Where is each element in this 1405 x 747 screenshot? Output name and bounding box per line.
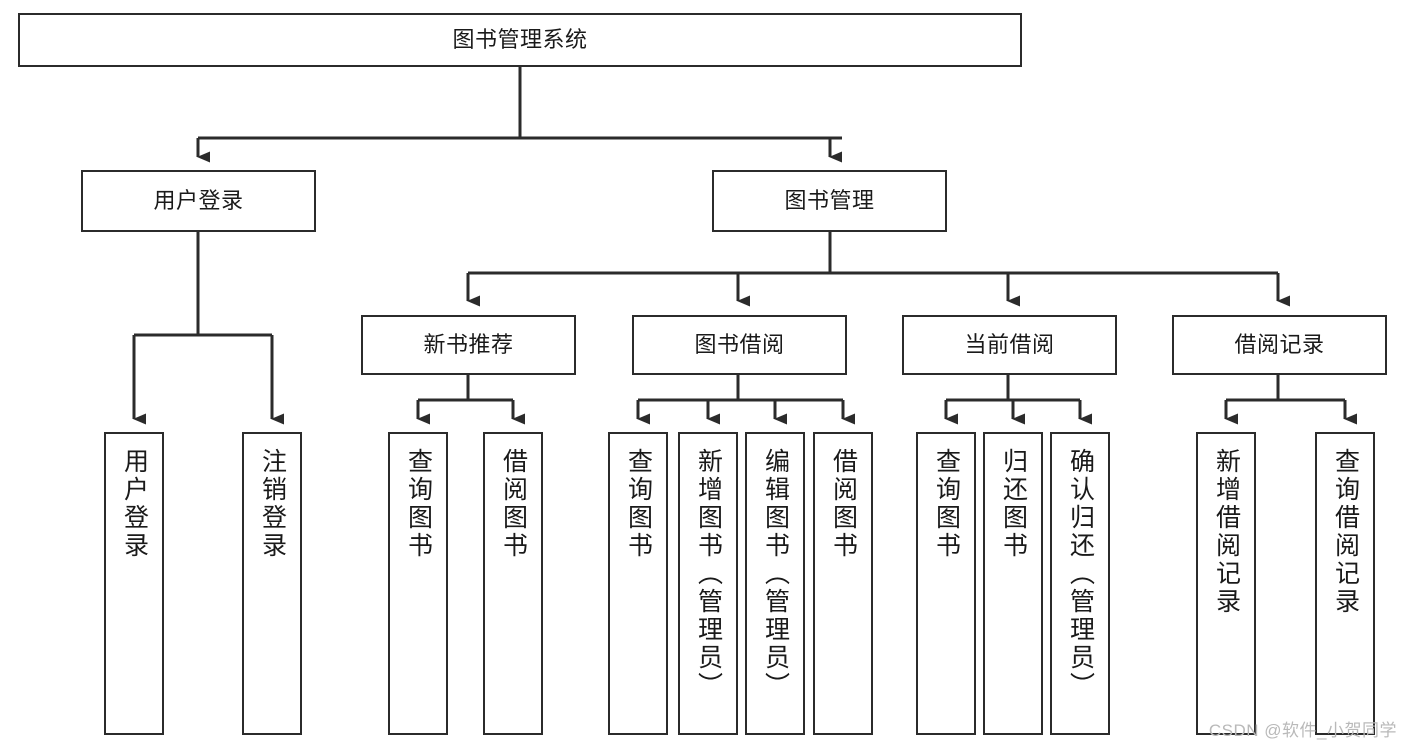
- leaf-logout[interactable]: 注销登录: [242, 432, 302, 735]
- leaf-query-book-current[interactable]: 查询图书: [916, 432, 976, 735]
- edge-borrow-to-leaves: [636, 375, 855, 425]
- leaf-query-book-current-label: 查询图书: [932, 448, 961, 560]
- node-book-management[interactable]: 图书管理: [712, 170, 947, 232]
- edge-login-to-leaves: [132, 232, 284, 425]
- leaf-edit-book-admin-label: 编辑图书（管理员）: [761, 448, 790, 700]
- leaf-query-borrow-record-label: 查询借阅记录: [1331, 448, 1360, 616]
- leaf-borrow-book-newbook-label: 借阅图书: [499, 448, 528, 560]
- leaf-borrow-book-newbook[interactable]: 借阅图书: [483, 432, 543, 735]
- edge-bookmgmt-to-level3: [466, 232, 1290, 307]
- edge-current-to-leaves: [944, 375, 1092, 425]
- edge-root-to-level2: [196, 67, 842, 163]
- leaf-query-book-newbook-label: 查询图书: [404, 448, 433, 560]
- node-borrow-records-label: 借阅记录: [1234, 331, 1325, 357]
- leaf-confirm-return-admin-label: 确认归还（管理员）: [1066, 448, 1095, 700]
- leaf-borrow-book[interactable]: 借阅图书: [813, 432, 873, 735]
- node-root[interactable]: 图书管理系统: [18, 13, 1022, 67]
- leaf-user-login[interactable]: 用户登录: [104, 432, 164, 735]
- node-book-borrow[interactable]: 图书借阅: [632, 315, 847, 375]
- node-book-borrow-label: 图书借阅: [694, 331, 785, 357]
- leaf-add-book-admin-label: 新增图书（管理员）: [694, 448, 723, 700]
- leaf-query-borrow-record[interactable]: 查询借阅记录: [1315, 432, 1375, 735]
- node-root-label: 图书管理系统: [452, 26, 588, 52]
- leaf-add-borrow-record[interactable]: 新增借阅记录: [1196, 432, 1256, 735]
- leaf-add-borrow-record-label: 新增借阅记录: [1212, 448, 1241, 616]
- leaf-query-book-borrow-label: 查询图书: [624, 448, 653, 560]
- edge-records-to-leaves: [1224, 375, 1357, 425]
- node-user-login[interactable]: 用户登录: [81, 170, 316, 232]
- leaf-edit-book-admin[interactable]: 编辑图书（管理员）: [745, 432, 805, 735]
- node-current-borrow[interactable]: 当前借阅: [902, 315, 1117, 375]
- leaf-return-book-label: 归还图书: [999, 448, 1028, 560]
- leaf-query-book-newbook[interactable]: 查询图书: [388, 432, 448, 735]
- edge-newbook-to-leaves: [416, 375, 525, 425]
- leaf-return-book[interactable]: 归还图书: [983, 432, 1043, 735]
- node-borrow-records[interactable]: 借阅记录: [1172, 315, 1387, 375]
- leaf-confirm-return-admin[interactable]: 确认归还（管理员）: [1050, 432, 1110, 735]
- leaf-query-book-borrow[interactable]: 查询图书: [608, 432, 668, 735]
- node-current-borrow-label: 当前借阅: [964, 331, 1055, 357]
- leaf-logout-label: 注销登录: [258, 448, 287, 560]
- leaf-borrow-book-label: 借阅图书: [829, 448, 858, 560]
- node-new-book-recommend[interactable]: 新书推荐: [361, 315, 576, 375]
- watermark-text: CSDN @软件_小贺同学: [1208, 721, 1397, 740]
- node-book-management-label: 图书管理: [784, 187, 875, 213]
- leaf-add-book-admin[interactable]: 新增图书（管理员）: [678, 432, 738, 735]
- leaf-user-login-label: 用户登录: [120, 448, 149, 560]
- node-new-book-recommend-label: 新书推荐: [423, 331, 514, 357]
- node-user-login-label: 用户登录: [153, 187, 244, 213]
